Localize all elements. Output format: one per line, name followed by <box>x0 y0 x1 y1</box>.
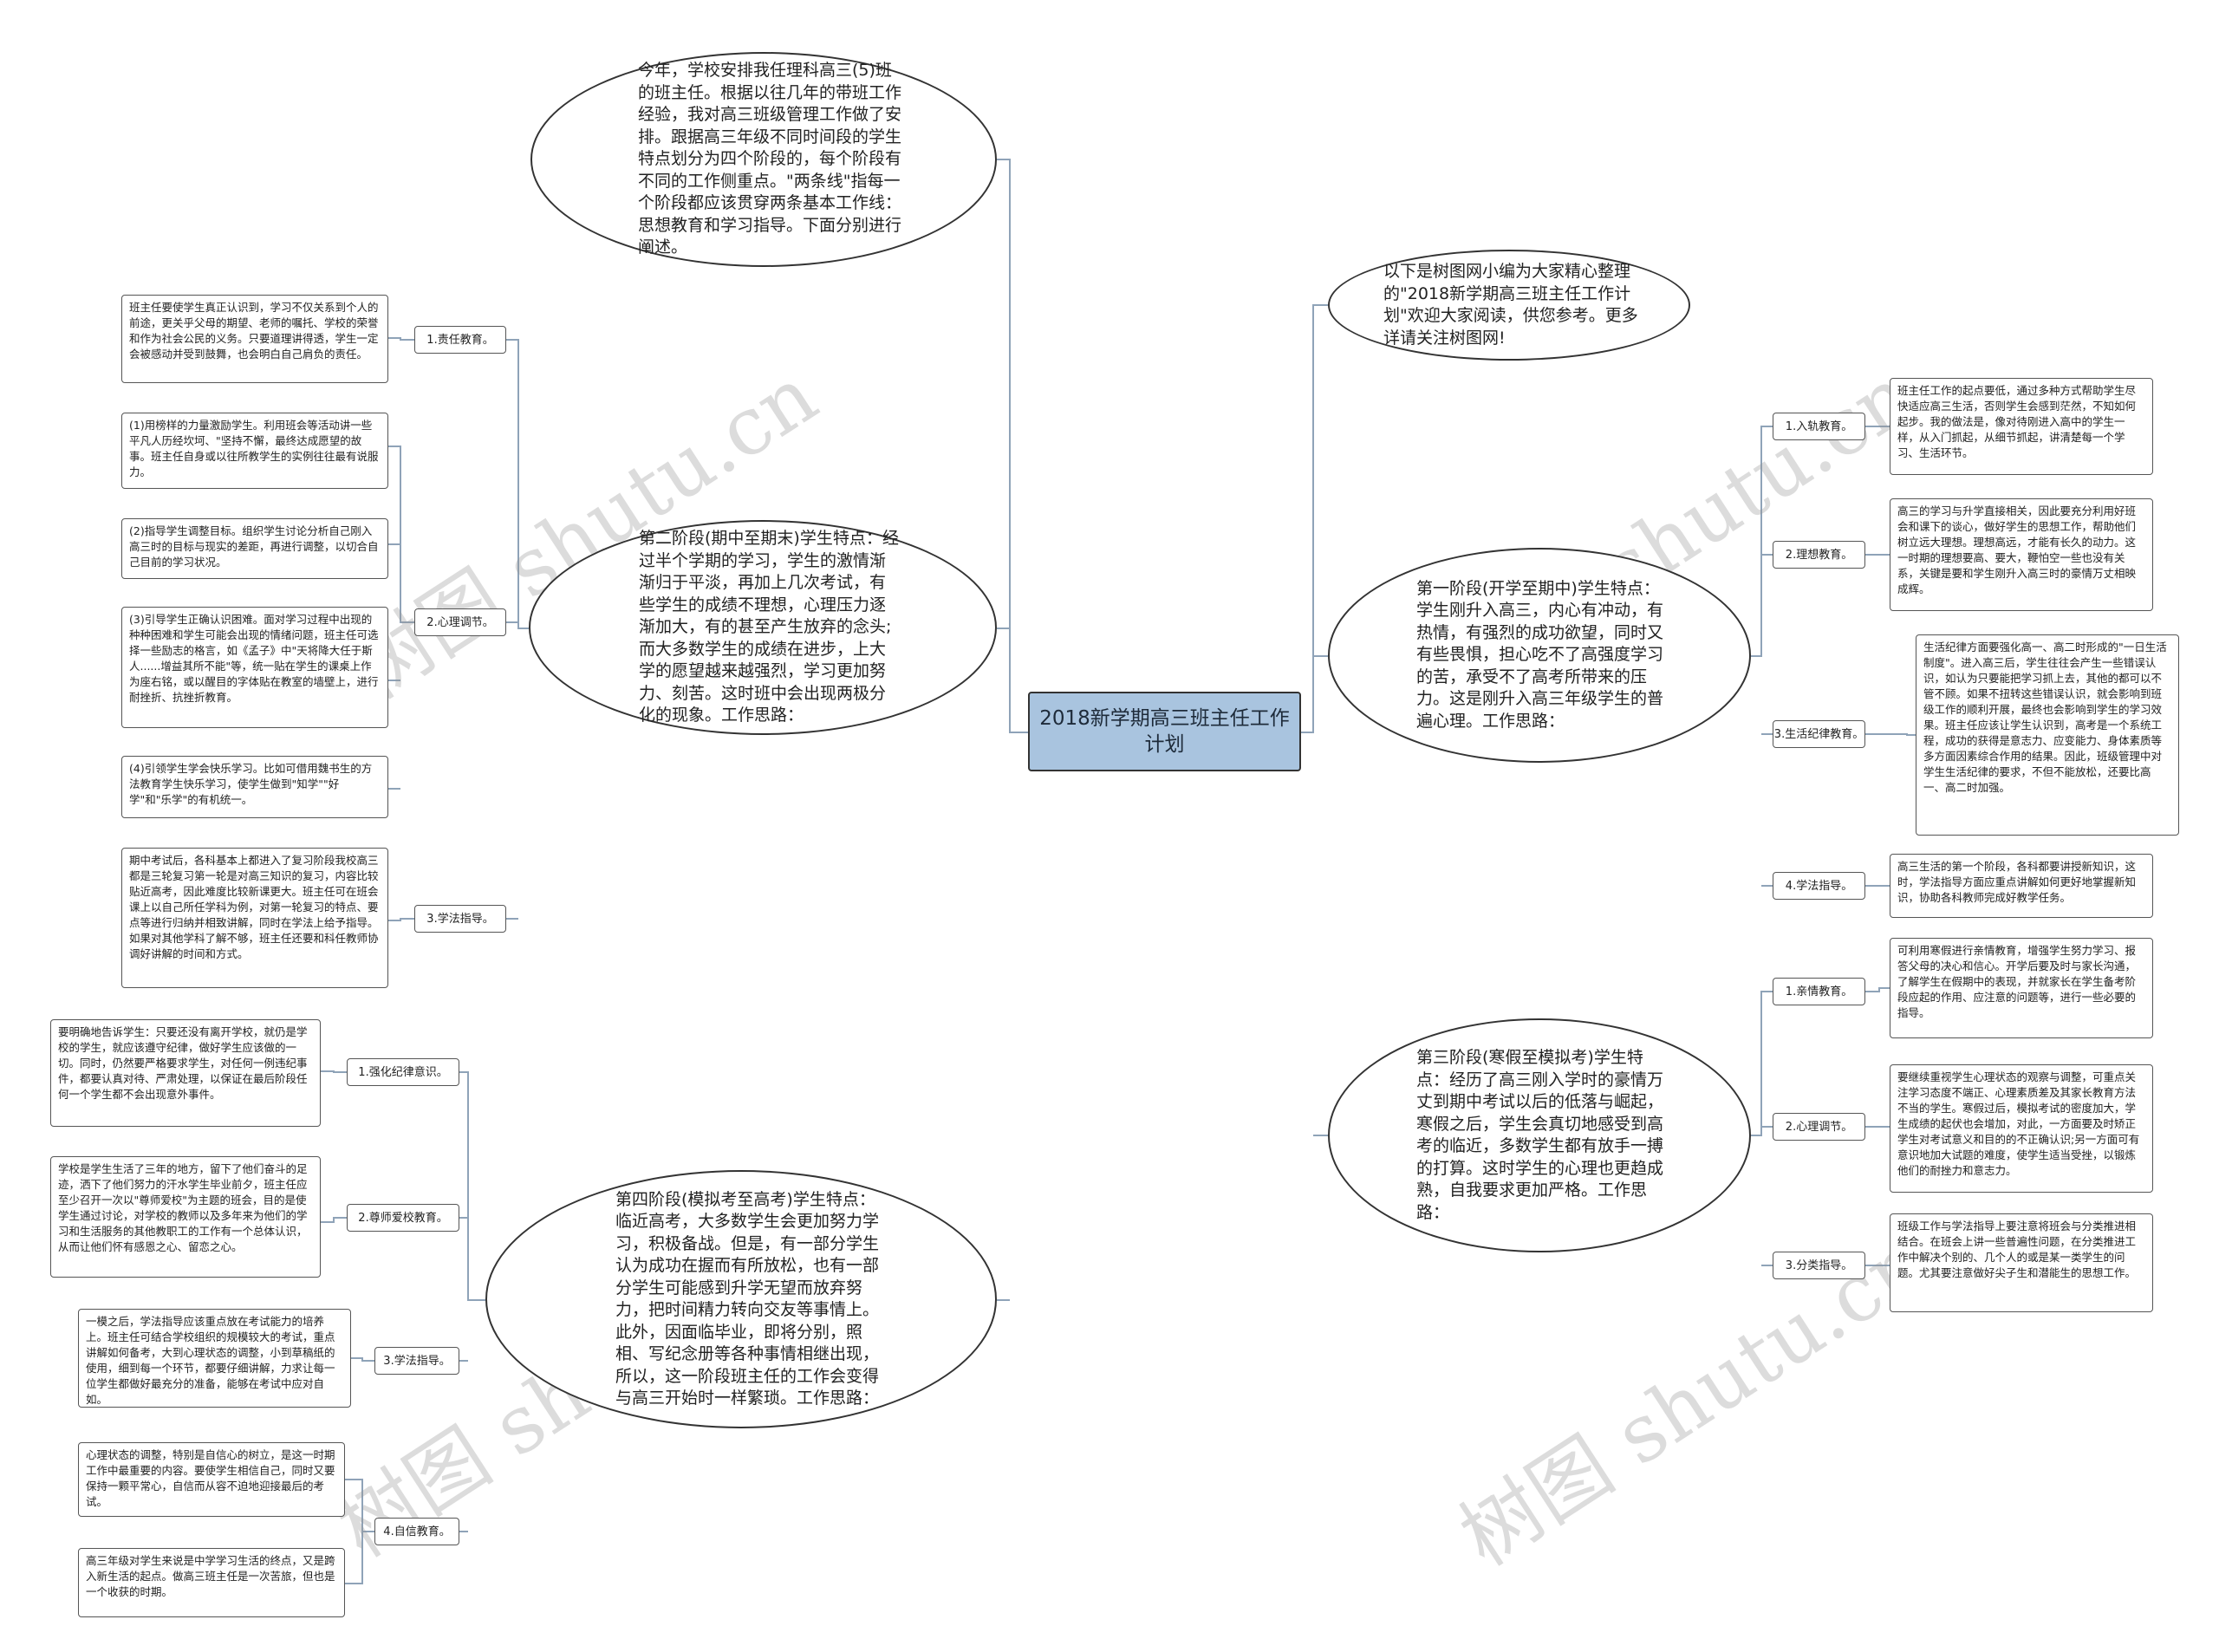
stage-3-item-2-detail: 要继续重视学生心理状态的观察与调整，可重点关注学习态度不端正、心理素质差及其家长… <box>1890 1064 2153 1193</box>
stage-4-item-4-detail-2: 高三年级对学生来说是中学学习生活的终点，又是跨入新生活的起点。做高三班主任是一次… <box>78 1548 345 1617</box>
stage-1-item-4-detail: 高三生活的第一个阶段，各科都要讲授新知识，这时，学法指导方面应重点讲解如何更好地… <box>1890 854 2153 918</box>
note-node[interactable]: 以下是树图网小编为大家精心整理的"2018新学期高三班主任工作计划"欢迎大家阅读… <box>1328 250 1690 361</box>
stage-3-item-3-label[interactable]: 3.分类指导。 <box>1773 1252 1865 1279</box>
stage-2-text: 第二阶段(期中至期末)学生特点：经过半个学期的学习，学生的激情渐渐归于平淡，再加… <box>639 529 899 725</box>
stage-3-item-1-label[interactable]: 1.亲情教育。 <box>1773 978 1865 1005</box>
stage-3-text: 第三阶段(寒假至模拟考)学生特点：经历了高三刚入学时的豪情万丈到期中考试以后的低… <box>1416 1048 1664 1222</box>
stage-2-item-2-detail-1: (1)用榜样的力量激励学生。利用班会等活动讲一些平凡人历经坎坷、"坚持不懈，最终… <box>121 413 388 489</box>
stage-1-item-2-detail: 高三的学习与升学直接相关，因此要充分利用好班会和课下的谈心，做好学生的思想工作，… <box>1890 498 2153 611</box>
stage-1-item-3-detail: 生活纪律方面要强化高一、高二时形成的"一日生活制度"。进入高三后，学生往往会产生… <box>1916 634 2179 836</box>
stage-4-item-3-detail: 一模之后，学法指导应该重点放在考试能力的培养上。班主任可结合学校组织的规模较大的… <box>78 1309 351 1408</box>
stage-3-item-3-detail: 班级工作与学法指导上要注意将班会与分类推进相结合。在班会上讲一些普遍性问题，在分… <box>1890 1213 2153 1312</box>
stage-2-item-3-detail: 期中考试后，各科基本上都进入了复习阶段我校高三都是三轮复习第一轮是对高三知识的复… <box>121 848 388 988</box>
stage-3-node[interactable]: 第三阶段(寒假至模拟考)学生特点：经历了高三刚入学时的豪情万丈到期中考试以后的低… <box>1328 1018 1751 1252</box>
stage-4-item-2-detail: 学校是学生生活了三年的地方，留下了他们奋斗的足迹，洒下了他们努力的汗水学生毕业前… <box>50 1156 321 1278</box>
stage-2-item-2-detail-3: (3)引导学生正确认识困难。面对学习过程中出现的种种困难和学生可能会出现的情绪问… <box>121 607 388 728</box>
stage-3-item-2-label[interactable]: 2.心理调节。 <box>1773 1113 1865 1141</box>
stage-4-item-4-detail-1: 心理状态的调整，特别是自信心的树立，是这一时期工作中最重要的内容。要使学生相信自… <box>78 1442 345 1517</box>
stage-3-item-1-detail: 可利用寒假进行亲情教育，增强学生努力学习、报答父母的决心和信心。开学后要及时与家… <box>1890 938 2153 1038</box>
stage-4-item-3-label[interactable]: 3.学法指导。 <box>374 1347 459 1375</box>
stage-1-item-1-detail: 班主任工作的起点要低，通过多种方式帮助学生尽快适应高三生活，否则学生会感到茫然，… <box>1890 378 2153 475</box>
central-topic[interactable]: 2018新学期高三班主任工作计划 <box>1028 692 1301 771</box>
stage-1-item-3-label[interactable]: 3.生活纪律教育。 <box>1773 720 1865 748</box>
stage-1-text: 第一阶段(开学至期中)学生特点：学生刚升入高三，内心有冲动，有热情，有强烈的成功… <box>1416 578 1664 731</box>
stage-2-node[interactable]: 第二阶段(期中至期末)学生特点：经过半个学期的学习，学生的激情渐渐归于平淡，再加… <box>529 520 997 735</box>
stage-4-text: 第四阶段(模拟考至高考)学生特点：临近高考，大多数学生会更加努力学习，积极备战。… <box>615 1189 880 1408</box>
stage-1-node[interactable]: 第一阶段(开学至期中)学生特点：学生刚升入高三，内心有冲动，有热情，有强烈的成功… <box>1328 548 1751 763</box>
stage-1-item-4-label[interactable]: 4.学法指导。 <box>1773 872 1865 900</box>
stage-2-item-2-detail-4: (4)引领学生学会快乐学习。比如可借用魏书生的方法教育学生快乐学习，使学生做到"… <box>121 756 388 818</box>
stage-4-node[interactable]: 第四阶段(模拟考至高考)学生特点：临近高考，大多数学生会更加努力学习，积极备战。… <box>485 1170 997 1428</box>
stage-4-item-1-detail: 要明确地告诉学生：只要还没有离开学校，就仍是学校的学生，就应该遵守纪律，做好学生… <box>50 1019 321 1127</box>
stage-4-item-1-label[interactable]: 1.强化纪律意识。 <box>347 1058 459 1086</box>
stage-2-item-1-label[interactable]: 1.责任教育。 <box>414 326 506 354</box>
note-text: 以下是树图网小编为大家精心整理的"2018新学期高三班主任工作计划"欢迎大家阅读… <box>1383 262 1638 348</box>
stage-1-item-2-label[interactable]: 2.理想教育。 <box>1773 541 1865 569</box>
stage-2-item-3-label[interactable]: 3.学法指导。 <box>414 905 506 933</box>
intro-node[interactable]: 今年，学校安排我任理科高三(5)班的班主任。根据以往几年的带班工作经验，我对高三… <box>530 52 997 267</box>
intro-text: 今年，学校安排我任理科高三(5)班的班主任。根据以往几年的带班工作经验，我对高三… <box>638 61 902 257</box>
stage-2-item-2-detail-2: (2)指导学生调整目标。组织学生讨论分析自己刚入高三时的目标与现实的差距，再进行… <box>121 518 388 579</box>
stage-4-item-2-label[interactable]: 2.尊师爱校教育。 <box>347 1204 459 1232</box>
stage-2-item-2-label[interactable]: 2.心理调节。 <box>414 608 506 636</box>
stage-1-item-1-label[interactable]: 1.入轨教育。 <box>1773 413 1865 440</box>
stage-2-item-1-detail: 班主任要使学生真正认识到，学习不仅关系到个人的前途，更关乎父母的期望、老师的嘱托… <box>121 295 388 383</box>
stage-4-item-4-label[interactable]: 4.自信教育。 <box>374 1518 459 1545</box>
